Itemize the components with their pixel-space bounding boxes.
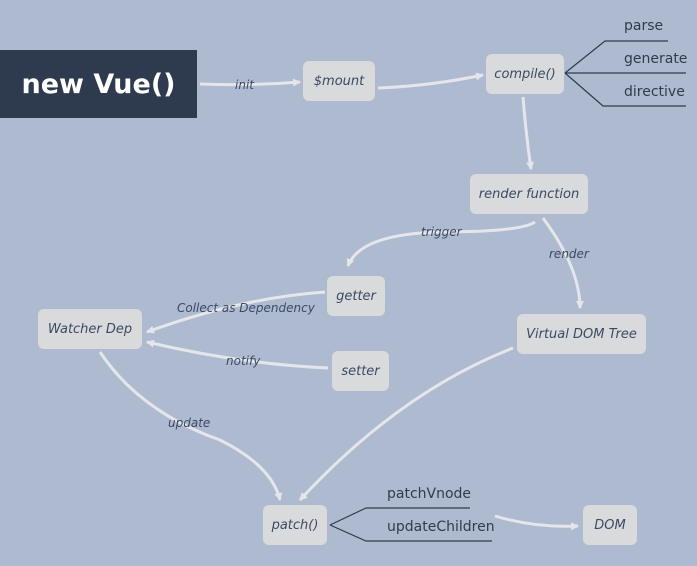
- patch-branches: [329, 507, 492, 542]
- branch-label-directive: directive: [624, 84, 685, 100]
- edge-label-render: render: [549, 247, 589, 261]
- branch-label-updatechildren: updateChildren: [387, 519, 495, 535]
- edge-label-update: update: [168, 416, 211, 430]
- node-dom: DOM: [583, 505, 637, 545]
- node-render-function: render function: [470, 174, 588, 214]
- edge-init: [199, 78, 301, 87]
- compile-branches: [564, 40, 686, 107]
- edge-collect: [146, 290, 326, 334]
- node-watcher-dep: Watcher Dep: [38, 309, 142, 349]
- branch-label-parse: parse: [624, 18, 664, 34]
- node-virtual-dom-tree: Virtual DOM Tree: [517, 314, 646, 354]
- edge-compile-render: [521, 96, 534, 170]
- edge-update: [98, 351, 283, 501]
- edge-label-notify: notify: [226, 354, 261, 368]
- edge-dom: [494, 514, 579, 531]
- edge-label-trigger: trigger: [421, 225, 462, 239]
- root-node-new-vue: new Vue(): [0, 50, 197, 118]
- edge-label-init: init: [235, 78, 254, 92]
- node-compile: compile(): [486, 54, 564, 94]
- edge-render: [541, 217, 584, 309]
- node-patch: patch(): [263, 505, 327, 545]
- edge-label-collect: Collect as Dependency: [177, 301, 315, 315]
- node-getter: getter: [327, 276, 385, 316]
- edge-vdom-patch: [298, 346, 514, 502]
- node-setter: setter: [332, 351, 389, 391]
- branch-label-patchvnode: patchVnode: [387, 486, 472, 502]
- edge-mount-compile: [377, 72, 484, 90]
- node-mount: $mount: [303, 61, 375, 101]
- branch-label-generate: generate: [624, 51, 688, 67]
- edge-trigger: [346, 220, 536, 267]
- edge-notify: [146, 339, 329, 370]
